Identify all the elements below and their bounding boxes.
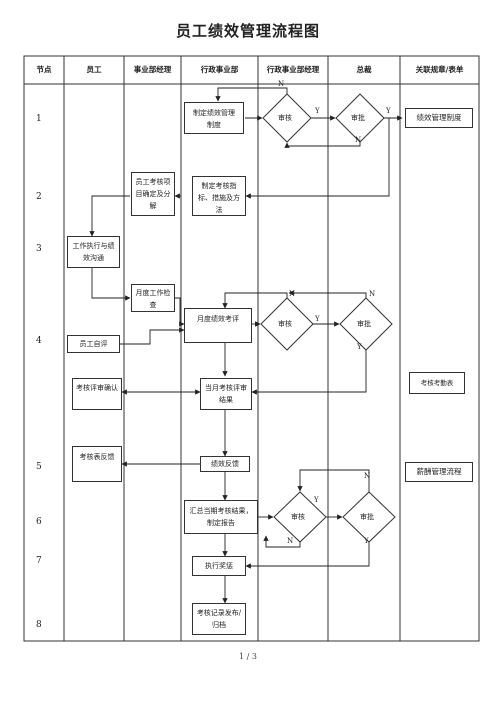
page-number: 1 / 3 — [239, 652, 257, 661]
monthly-evaluation-box: 月度绩效考评 — [184, 308, 252, 343]
header-admin-manager: 行政事业部经理 — [266, 65, 320, 74]
yes-label: Y — [364, 537, 369, 545]
header-employee: 员工 — [86, 65, 102, 74]
no-label: N — [364, 472, 371, 480]
node-number: 1 — [36, 114, 42, 124]
swimlane-grid — [23, 55, 480, 642]
no-label: N — [369, 290, 376, 298]
work-communication-box: 工作执行与绩效沟通 — [67, 236, 120, 268]
review-label: 审核 — [278, 114, 292, 122]
monthly-check-box: 月度工作检查 — [131, 284, 175, 312]
feedback-form-box: 考核表反馈 — [72, 446, 122, 482]
node-number: 4 — [36, 336, 42, 346]
monthly-result-box: 当月考核评审结果 — [200, 378, 252, 410]
header-node: 节点 — [36, 65, 52, 74]
node-number: 2 — [36, 192, 42, 202]
approve-label: 审批 — [360, 513, 374, 521]
page-title: 员工绩效管理流程图 — [175, 22, 320, 40]
doc-attendance-form: 考核考勤表 — [409, 372, 465, 394]
node-number: 8 — [36, 620, 42, 630]
doc-salary-flow: 薪酬管理流程 — [405, 462, 473, 482]
no-label: N — [278, 80, 285, 88]
no-label: N — [355, 136, 362, 144]
header-president: 总裁 — [356, 65, 372, 74]
yes-label: Y — [314, 496, 319, 504]
performance-feedback-box: 绩效反馈 — [200, 456, 250, 472]
self-evaluation-box: 员工自评 — [67, 335, 120, 353]
node-number: 6 — [36, 517, 42, 527]
node-number: 7 — [36, 556, 42, 566]
node-number: 5 — [36, 462, 42, 472]
no-label: N — [287, 537, 294, 545]
header-admin-division: 行政事业部 — [200, 65, 239, 74]
yes-label: Y — [315, 107, 320, 115]
summary-report-box: 汇总当期考核结果，制定报告 — [184, 500, 258, 534]
make-system-box: 制定绩效管理制度 — [184, 102, 244, 134]
review-label: 审核 — [291, 513, 305, 521]
make-indicators-box: 制定考核指标、措施及方法 — [192, 176, 246, 216]
employee-items-box: 员工考核项目确定及分解 — [131, 172, 175, 216]
no-label: N — [289, 290, 296, 298]
node-number: 3 — [36, 244, 42, 254]
header-division-manager: 事业部经理 — [133, 65, 172, 74]
doc-perf-system: 绩效管理制度 — [405, 108, 473, 128]
yes-label: Y — [357, 343, 362, 351]
review-confirm-box: 考核评审确认 — [72, 378, 122, 410]
approve-label: 审批 — [351, 114, 365, 122]
record-archive-box: 考核记录发布/归档 — [192, 603, 246, 635]
yes-label: Y — [315, 315, 320, 323]
execute-reward-box: 执行奖惩 — [192, 556, 246, 576]
yes-label: Y — [386, 107, 391, 115]
header-related-rules: 关联规章/表单 — [415, 65, 464, 74]
approve-label: 审批 — [357, 320, 371, 328]
review-label: 审核 — [278, 320, 292, 328]
